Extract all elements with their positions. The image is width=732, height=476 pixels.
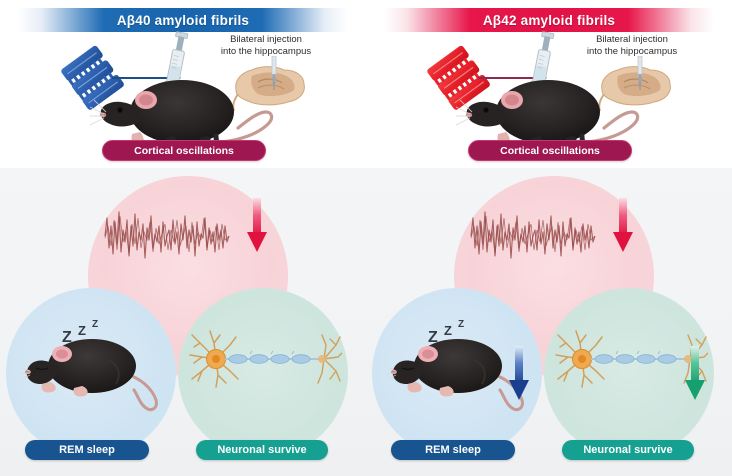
neuronal-down-arrow — [684, 346, 706, 402]
injection-scene: Bilateral injection into the hippocampus — [366, 30, 732, 160]
panel-ab40: Aβ40 amyloid fibrils Bilateral injection… — [0, 8, 366, 476]
injection-caption-line2: into the hippocampus — [220, 46, 312, 57]
neuronal-survive-circle — [178, 288, 348, 458]
banner-label: Aβ42 amyloid fibrils — [482, 12, 616, 28]
cortical-oscillations-badge: Cortical oscillations — [102, 140, 266, 161]
rem-sleep-label: REM sleep — [59, 444, 115, 456]
zzz-letter-1: Z — [62, 329, 72, 346]
zzz-letter-3: Z — [458, 319, 465, 330]
panel-banner-ab40: Aβ40 amyloid fibrils — [18, 8, 348, 32]
injection-caption-line1: Bilateral injection — [230, 34, 302, 45]
zzz-letter-1: Z — [428, 329, 438, 346]
syringe-icon — [511, 30, 571, 110]
brain-hippocampus-icon — [594, 55, 686, 114]
amyloid-fibril-icon — [52, 35, 132, 120]
rem-sleep-down-arrow — [508, 346, 530, 402]
eeg-trace-icon — [470, 196, 596, 272]
neuronal-survive-label: Neuronal survive — [583, 444, 673, 456]
injection-caption-line2: into the hippocampus — [586, 46, 678, 57]
rem-sleep-label-badge: REM sleep — [391, 440, 515, 460]
injection-caption: Bilateral injection into the hippocampus — [562, 34, 702, 58]
oscillation-down-arrow — [246, 198, 268, 254]
neuron-illustration — [186, 323, 343, 395]
sleeping-mouse-illustration — [15, 308, 164, 416]
eeg-trace-icon — [104, 196, 230, 272]
sleep-zzz-icon: Z Z Z — [428, 319, 492, 350]
zzz-letter-2: Z — [78, 323, 86, 338]
panel-banner-ab42: Aβ42 amyloid fibrils — [384, 8, 714, 32]
amyloid-fibril-icon — [418, 35, 498, 120]
outcomes-section: Z Z Z — [0, 168, 366, 476]
cortical-oscillations-badge: Cortical oscillations — [468, 140, 632, 161]
banner-bar — [18, 8, 348, 32]
banner-bar — [384, 8, 714, 32]
neuronal-survive-circle — [544, 288, 714, 458]
brain-hippocampus-icon — [228, 55, 320, 114]
rem-sleep-label: REM sleep — [425, 444, 481, 456]
outcomes-section: Z Z Z — [366, 168, 732, 476]
injection-caption-line1: Bilateral injection — [596, 34, 668, 45]
banner-label: Aβ40 amyloid fibrils — [116, 12, 250, 28]
cortical-oscillations-label: Cortical oscillations — [500, 144, 600, 157]
cortical-oscillations-label: Cortical oscillations — [134, 144, 234, 157]
neuronal-survive-label-badge: Neuronal survive — [562, 440, 694, 460]
panel-ab42: Aβ42 amyloid fibrils Bilateral injection… — [366, 0, 732, 476]
sleep-zzz-icon: Z Z Z — [62, 319, 126, 350]
oscillation-down-arrow — [612, 198, 634, 254]
injection-caption: Bilateral injection into the hippocampus — [196, 34, 336, 58]
rem-sleep-label-badge: REM sleep — [25, 440, 149, 460]
neuronal-survive-label: Neuronal survive — [217, 444, 307, 456]
neuronal-survive-label-badge: Neuronal survive — [196, 440, 328, 460]
zzz-letter-3: Z — [92, 319, 99, 330]
injection-scene: Bilateral injection into the hippocampus — [0, 30, 366, 160]
zzz-letter-2: Z — [444, 323, 452, 338]
sleeping-mouse-illustration — [381, 308, 530, 416]
